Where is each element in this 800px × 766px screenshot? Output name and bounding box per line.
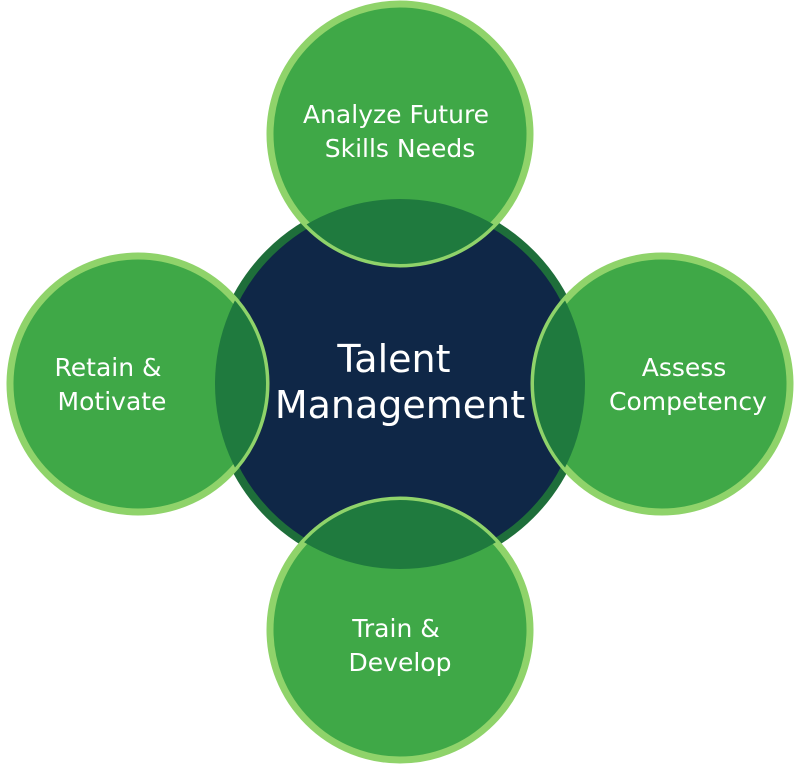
node-label-right-line1: Assess [642,353,727,382]
node-label-top: Analyze Future Skills Needs [303,100,497,163]
node-label-top-line1: Analyze Future [303,100,489,129]
node-label-left: Retain & Motivate [55,353,170,416]
node-label-bottom: Train & Develop [349,614,452,677]
node-label-left-line2: Motivate [58,387,167,416]
node-label-right: Assess Competency [609,353,767,416]
node-label-left-line1: Retain & [55,353,162,382]
center-label-line1: Talent [336,337,450,381]
node-label-right-line2: Competency [609,387,767,416]
center-label-line2: Management [275,383,525,427]
node-label-top-line2: Skills Needs [325,134,476,163]
node-label-bottom-line1: Train & [351,614,439,643]
center-label: Talent Management [275,337,525,427]
node-label-bottom-line2: Develop [349,648,452,677]
